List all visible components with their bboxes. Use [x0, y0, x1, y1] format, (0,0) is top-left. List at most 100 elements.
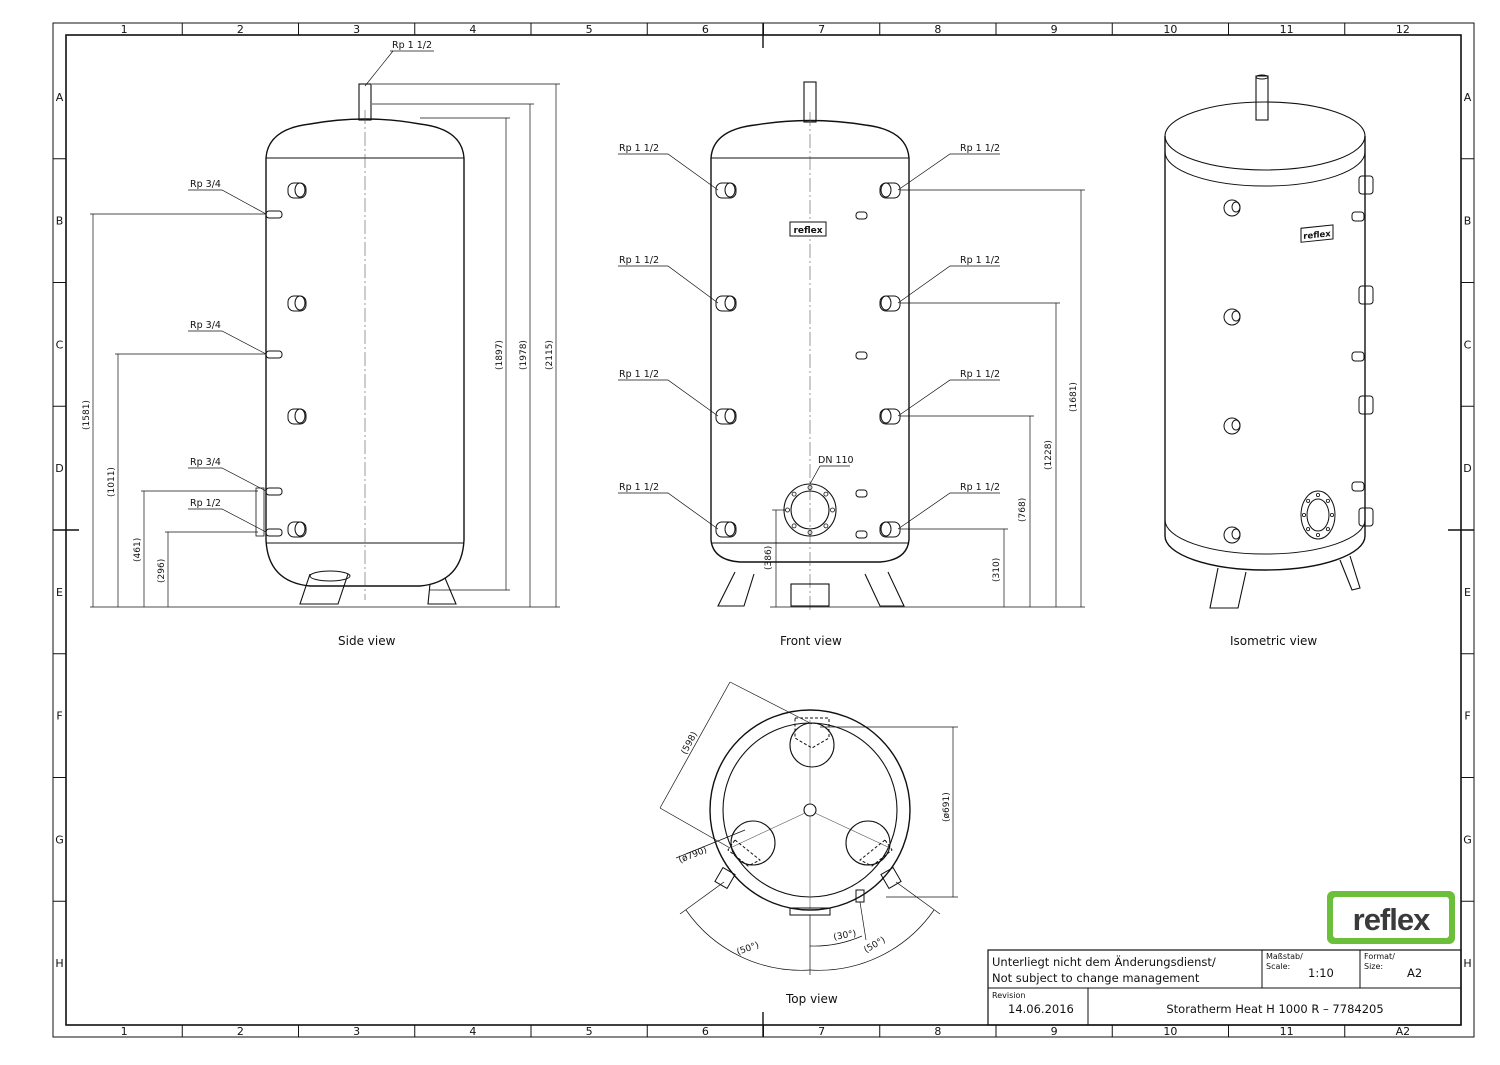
dimension-label: (50°) [736, 941, 761, 958]
port [287, 182, 307, 199]
grid-col-label: 11 [1280, 23, 1294, 36]
grid-row-label: E [56, 586, 63, 599]
port [265, 210, 283, 219]
grid-col-label: 5 [586, 1025, 593, 1038]
grid-row-label: F [1464, 710, 1470, 723]
grid-row-label: H [55, 957, 63, 970]
grid-row-label: A [1464, 91, 1472, 104]
dimension-label: (50°) [863, 935, 888, 955]
logo-text: reflex [793, 226, 822, 236]
view-caption: Side view [338, 634, 396, 648]
leg [299, 573, 349, 605]
flange-bolt [1325, 527, 1330, 532]
dimension-label: (30°) [833, 929, 857, 943]
flange-bolt [1316, 492, 1321, 497]
grid-col-label: 9 [1051, 23, 1058, 36]
port [294, 295, 306, 311]
grid-col-label: 7 [818, 1025, 825, 1038]
inner-frame [65, 34, 1462, 1026]
product-title: Storatherm Heat H 1000 R – 7784205 [1166, 1002, 1383, 1016]
tank-body [265, 118, 465, 587]
front-connections [715, 182, 901, 539]
grid-col-label: 3 [353, 23, 360, 36]
grid-col-label: 9 [1051, 1025, 1058, 1038]
title-block: Unterliegt nicht dem Änderungsdienst/ No… [987, 949, 1462, 1026]
flange-bolt [1306, 527, 1311, 532]
port [287, 521, 307, 538]
notice-german: Unterliegt nicht dem Änderungsdienst/ [992, 954, 1216, 969]
dimension-label: (296) [157, 559, 167, 583]
brand-logo: reflex [1327, 891, 1455, 944]
notice-english: Not subject to change management [992, 971, 1200, 985]
top-cap [1164, 101, 1366, 171]
port [265, 487, 283, 496]
isometric-view: reflex Isometric view [1164, 74, 1374, 648]
leg [717, 571, 755, 607]
grid-col-label: 12 [1396, 23, 1410, 36]
flange-bolt [1316, 533, 1321, 538]
port [294, 182, 306, 198]
callout-label: Rp 1 1/2 [619, 143, 659, 154]
scale-label-en: Scale: [1266, 962, 1290, 971]
flange-bolt [1325, 498, 1330, 503]
iso-flange [1300, 490, 1336, 540]
grid-row-label: H [1463, 957, 1471, 970]
grid-row-label: C [1464, 338, 1472, 351]
grid-row-label: D [55, 462, 63, 475]
dimension-label: (1581) [82, 400, 92, 430]
callout-label: Rp 1/2 [190, 498, 221, 509]
leg [1209, 567, 1247, 609]
dimension-label: (1228) [1044, 440, 1054, 470]
iso-connections [1223, 175, 1374, 544]
callout-label: Rp 3/4 [190, 457, 221, 468]
callout-label: Rp 1 1/2 [960, 255, 1000, 266]
grid-row-label: G [1463, 833, 1472, 846]
connection-stub [880, 866, 902, 890]
callout-label: Rp 1 1/2 [960, 143, 1000, 154]
grid-col-label: 11 [1280, 1025, 1294, 1038]
grid-col-label: 2 [237, 23, 244, 36]
front-view: reflex Rp 1 1/2 Rp 1 1/2 Rp 1 1/2 Rp [618, 81, 1085, 648]
grid-col-label: 2 [237, 1025, 244, 1038]
grid-row-label: C [56, 338, 64, 351]
logo-plate [789, 221, 827, 237]
port [265, 350, 283, 359]
dimension-label: (310) [992, 558, 1002, 582]
insulation-top-line [1164, 151, 1366, 187]
revision-date: 14.06.2016 [1008, 1002, 1074, 1016]
tank-body [1164, 136, 1366, 571]
grid-row-label: B [56, 215, 64, 228]
grid-row-label: E [1464, 586, 1471, 599]
callout-label: Rp 3/4 [190, 320, 221, 331]
port [265, 528, 283, 537]
dimension-label: (386) [764, 546, 774, 570]
grid-col-label: 3 [353, 1025, 360, 1038]
connection-stub [714, 866, 736, 890]
dimension-label: (598) [680, 730, 700, 756]
callout-label: Rp 1 1/2 [619, 255, 659, 266]
grid-col-label: 6 [702, 1025, 709, 1038]
top-outlet [803, 803, 817, 817]
format-label-en: Size: [1364, 962, 1383, 971]
flange-bolt [785, 507, 790, 513]
callout-label: Rp 1 1/2 [392, 40, 432, 51]
grid-col-label: 1 [121, 23, 128, 36]
leg-top [309, 570, 351, 582]
grid-ticks [53, 23, 1474, 1037]
view-caption: Isometric view [1230, 634, 1317, 648]
grid-col-label: 5 [586, 23, 593, 36]
flange-bolt [791, 491, 797, 497]
dimension-label: (1681) [1069, 382, 1079, 412]
pipe-end [1255, 74, 1269, 80]
logo-text: reflex [1303, 229, 1331, 242]
grid-col-label: 10 [1163, 1025, 1177, 1038]
view-caption: Front view [780, 634, 842, 648]
port [294, 408, 306, 424]
dimension-label: (1011) [107, 467, 117, 497]
port [294, 521, 306, 537]
drain-socket [790, 583, 830, 607]
port [287, 408, 307, 425]
flange-bolt [791, 523, 797, 529]
